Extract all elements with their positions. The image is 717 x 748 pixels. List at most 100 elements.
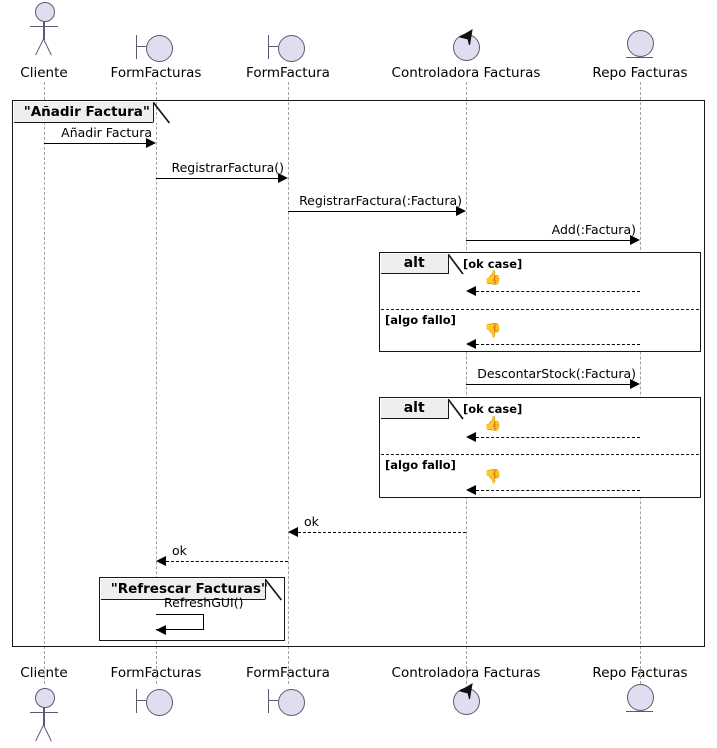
boundary-stem [136,46,146,48]
entity-underline [626,57,653,59]
message-arrowhead-m9 [466,485,476,495]
frame-anadir-factura-tab: "Añadir Factura" [13,101,154,123]
message-line-m3 [288,211,456,212]
boundary-stem [268,700,278,702]
boundary-circle [146,35,173,62]
alt-fragment-1-tab-diagonal [448,253,464,275]
message-arrowhead-m11 [156,556,166,566]
message-label-m12: RefreshGUI() [164,595,244,610]
alt-fragment-2-guard-1: [algo fallo] [385,458,456,472]
actor-head [35,688,55,708]
controladora-control-icon [452,29,482,62]
control-arrowhead [459,683,473,700]
lifeline-cliente [44,82,45,684]
frame-refrescar-facturas-label: "Refrescar Facturas" [110,580,268,597]
message-label-m5: 👍 [484,270,502,286]
message-label-m7: DescontarStock(:Factura) [477,366,636,381]
message-label-m6: 👎 [484,323,502,339]
cliente-actor-icon [24,2,64,56]
actor-head [35,2,55,22]
message-arrowhead-m1 [146,138,156,148]
participant-label-cliente: Cliente [20,65,68,81]
alt-fragment-1-operator-tab: alt [380,253,449,274]
formfacturas-boundary-icon [136,32,178,62]
boundary-circle [278,35,305,62]
controladora-bottom-control-icon [452,683,482,716]
formfacturas-bottom-boundary-icon [136,686,178,716]
repo-entity-icon [626,30,656,62]
message-line-m8 [476,437,640,438]
formfactura-boundary-icon [268,32,310,62]
message-line-m7 [466,384,630,385]
alt-fragment-2-operator-label: alt [403,400,425,417]
participant-label-bottom-controladora: Controladora Facturas [391,665,541,681]
boundary-stem [268,46,278,48]
message-line-m6 [476,344,640,345]
actor-leg [43,724,53,742]
alt-fragment-2-tab-diagonal [448,398,464,420]
alt-fragment-1-operand-divider [380,309,700,310]
actor-spine [43,707,45,726]
message-label-m11: ok [172,543,187,558]
message-line-m2 [156,178,278,179]
boundary-stem [136,700,146,702]
message-arrowhead-m8 [466,432,476,442]
frame-refrescar-facturas-tab: "Refrescar Facturas" [100,578,268,600]
message-selfcall-m12 [156,614,204,630]
message-line-m10 [298,532,466,533]
message-arrowhead-m12 [156,625,166,635]
boundary-circle [278,689,305,716]
participant-label-formfacturas: FormFacturas [110,65,202,81]
boundary-circle [146,689,173,716]
message-arrowhead-m10 [288,527,298,537]
message-label-m9: 👎 [484,469,502,485]
message-line-m4 [466,240,630,241]
message-line-m5 [476,291,640,292]
message-label-m8: 👍 [484,416,502,432]
formfactura-bottom-boundary-icon [268,686,310,716]
message-line-m11 [166,561,288,562]
entity-circle [627,684,654,711]
control-arrowhead [459,29,473,46]
frame-anadir-factura-label: "Añadir Factura" [23,103,150,120]
message-line-m9 [476,490,640,491]
message-line-m1 [44,143,146,144]
participant-label-repo: Repo Facturas [592,65,688,81]
cliente-bottom-actor-icon [24,688,64,742]
participant-label-bottom-cliente: Cliente [20,665,68,681]
lifeline-formfactura [288,82,289,684]
alt-fragment-2-guard-0: [ok case] [463,402,523,416]
participant-label-bottom-repo: Repo Facturas [592,665,688,681]
message-arrowhead-m6 [466,339,476,349]
message-arrowhead-m3 [456,206,466,216]
message-arrowhead-m4 [630,235,640,245]
message-arrowhead-m7 [630,379,640,389]
lifeline-formfacturas [156,82,157,684]
alt-fragment-1-guard-0: [ok case] [463,257,523,271]
alt-fragment-2-tab-notch [0,20,17,40]
entity-circle [627,30,654,57]
actor-spine [43,21,45,40]
participant-label-formfactura: FormFactura [246,65,330,81]
actor-arms [30,26,58,28]
participant-label-controladora: Controladora Facturas [391,65,541,81]
message-arrowhead-m2 [278,173,288,183]
actor-leg [43,38,53,56]
message-label-m1: Añadir Factura [61,125,152,140]
repo-bottom-entity-icon [626,684,656,716]
frame-anadir-factura-tab-diagonal [153,101,171,124]
alt-fragment-1-operator-label: alt [403,255,425,272]
actor-arms [30,712,58,714]
message-label-m4: Add(:Factura) [551,222,636,237]
lifeline-repo [640,82,641,684]
message-label-m2: RegistrarFactura() [171,160,284,175]
alt-fragment-1-guard-1: [algo fallo] [385,313,456,327]
message-label-m10: ok [304,514,319,529]
message-label-m3: RegistrarFactura(:Factura) [299,193,462,208]
frame-refrescar-facturas-tab-diagonal [265,578,283,601]
alt-fragment-1-tab-notch [0,0,17,20]
entity-underline [626,711,653,713]
alt-fragment-2-operator-tab: alt [380,398,449,419]
alt-fragment-2-operand-divider [380,454,700,455]
